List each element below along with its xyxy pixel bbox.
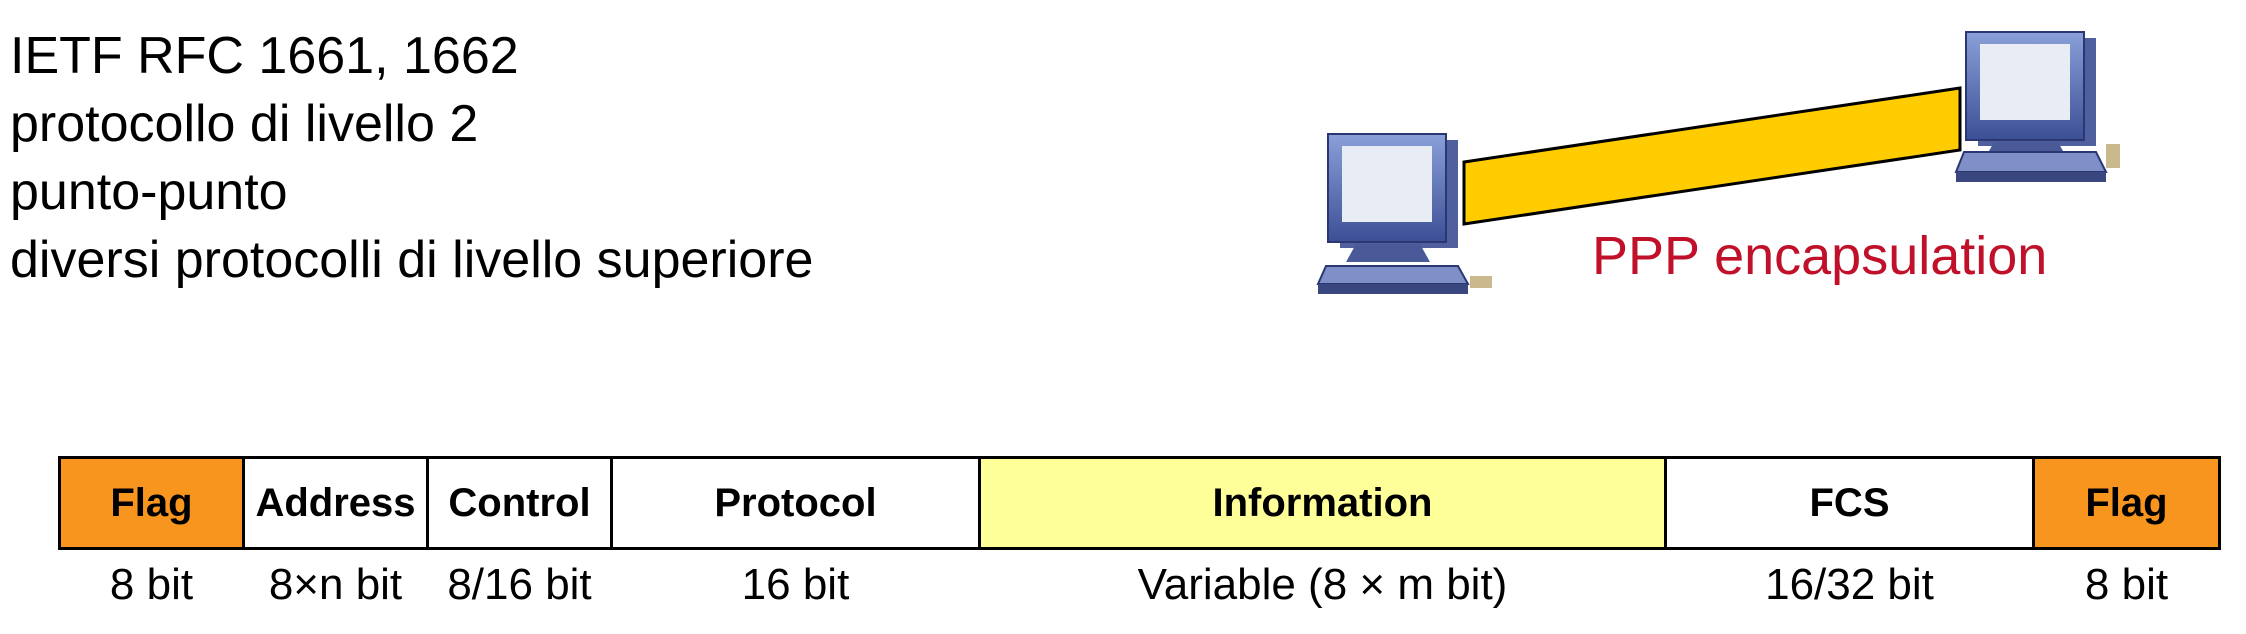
ppp-encapsulation-label: PPP encapsulation <box>1592 226 2048 286</box>
bullet-item: protocollo di livello 2 <box>10 95 479 153</box>
bullet-item: IETF RFC 1661, 1662 <box>10 27 519 85</box>
size-fcs: 16/32 bit <box>1765 560 1934 609</box>
frame-fields-row: Flag Address Control Protocol Informatio… <box>58 456 2221 550</box>
ppp-link-band <box>1462 86 1962 226</box>
field-protocol: Protocol <box>610 456 981 550</box>
size-address: 8×n bit <box>268 560 403 609</box>
field-address: Address <box>242 456 429 550</box>
bullet-item: punto-punto <box>10 163 288 221</box>
field-control: Control <box>426 456 613 550</box>
field-information: Information <box>978 456 1667 550</box>
size-flag-end: 8 bit <box>2084 560 2169 609</box>
description-list: IETF RFC 1661, 1662 protocollo di livell… <box>10 22 813 294</box>
size-flag-start: 8 bit <box>109 560 194 609</box>
field-fcs: FCS <box>1664 456 2035 550</box>
frame-sizes-row: 8 bit 8×n bit 8/16 bit 16 bit Variable (… <box>60 549 2220 621</box>
computer-icon <box>1954 31 2120 182</box>
bullet-item: diversi protocolli di livello superiore <box>10 231 814 289</box>
field-flag-end: Flag <box>2032 456 2221 550</box>
size-protocol: 16 bit <box>741 560 850 609</box>
computer-icon <box>1316 133 1492 294</box>
ppp-frame-table: Flag Address Control Protocol Informatio… <box>58 456 2221 620</box>
size-information: Variable (8 × m bit) <box>1137 560 1508 609</box>
field-flag-start: Flag <box>58 456 245 550</box>
size-control: 8/16 bit <box>447 560 592 609</box>
